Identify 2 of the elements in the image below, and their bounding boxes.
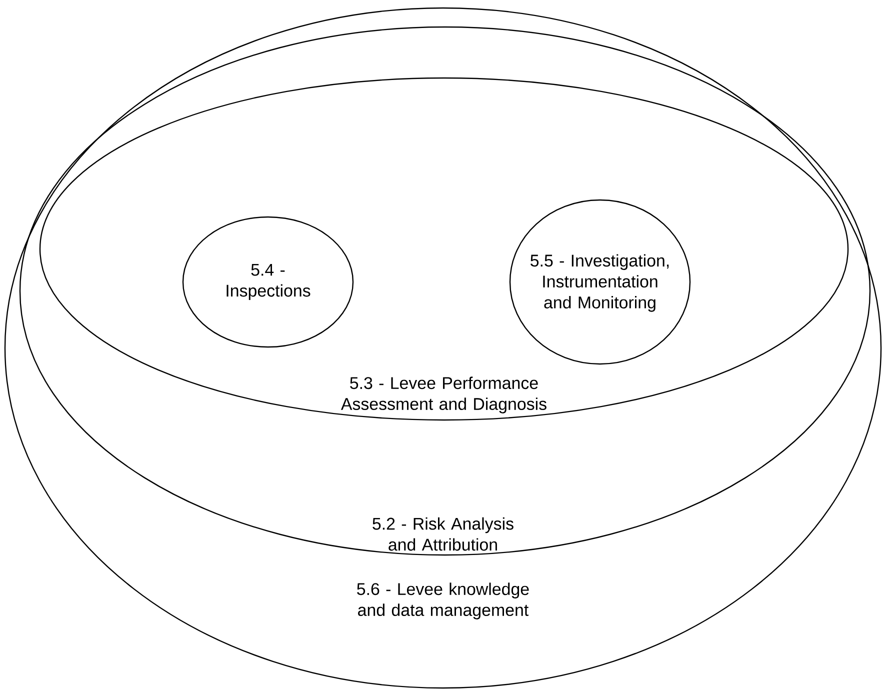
ellipse-region: 5.5 - Investigation, Instrumentation and Monitoring bbox=[509, 199, 691, 365]
ellipse-region: 5.4 - Inspections bbox=[182, 216, 354, 348]
